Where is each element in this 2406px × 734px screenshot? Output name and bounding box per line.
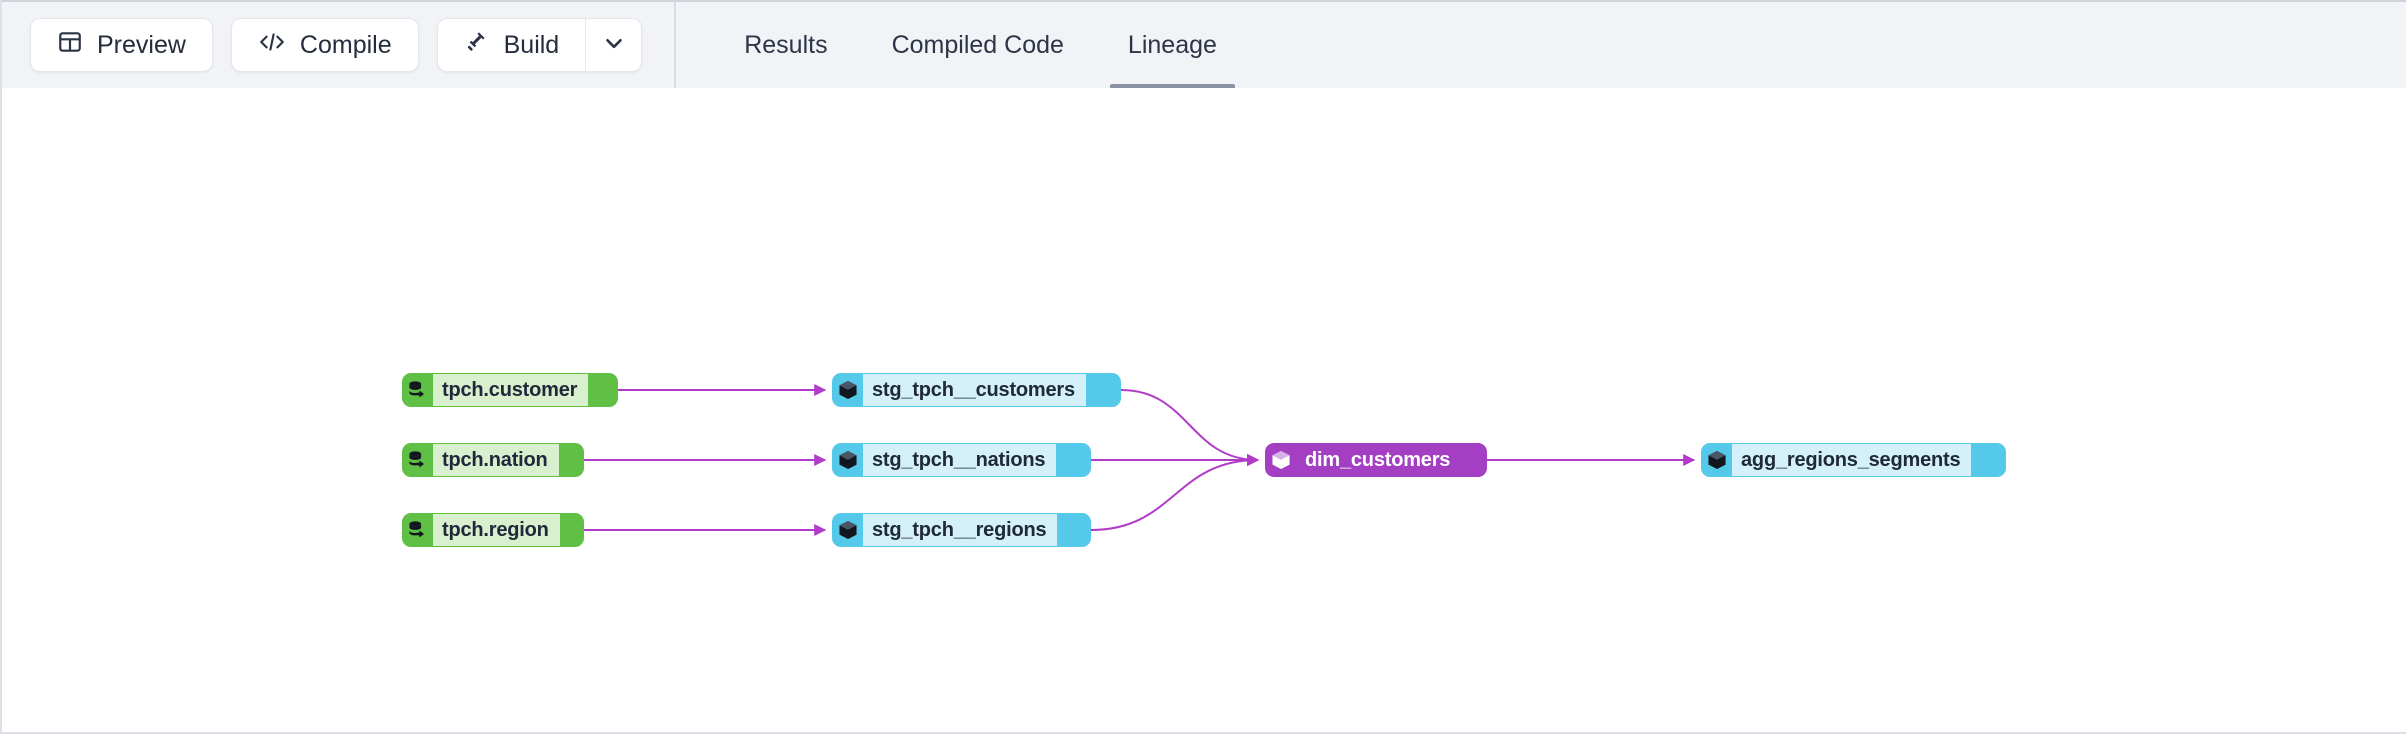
toolbar-divider — [674, 1, 677, 89]
toolbar-header: Preview Compile — [2, 0, 2406, 89]
preview-button[interactable]: Preview — [30, 18, 213, 72]
lineage-node-stg_tpch__nations[interactable]: stg_tpch__nations — [832, 443, 1091, 477]
tab-compiled-code[interactable]: Compiled Code — [860, 1, 1096, 89]
lineage-edges — [584, 384, 1696, 536]
lineage-node-label: tpch.region — [433, 514, 560, 546]
lineage-node-dim_customers[interactable]: dim_customers — [1265, 443, 1487, 477]
cube-icon — [833, 514, 863, 546]
tab-bar: Results Compiled Code Lineage — [712, 1, 1249, 89]
cube-icon — [1266, 444, 1296, 476]
action-button-group: Preview Compile — [30, 2, 643, 88]
lineage-node-stg_tpch__regions[interactable]: stg_tpch__regions — [832, 513, 1091, 547]
lineage-node-agg_regions_segments[interactable]: agg_regions_segments — [1701, 443, 2006, 477]
database-arrow-icon — [403, 444, 433, 476]
compile-button-label: Compile — [299, 30, 392, 59]
build-button-label: Build — [503, 30, 560, 59]
lineage-edge-stg_tpch__customers-to-dim_customers — [1120, 389, 1260, 466]
cube-icon — [833, 444, 863, 476]
cube-icon — [1702, 444, 1732, 476]
tab-results[interactable]: Results — [712, 1, 859, 89]
cube-icon — [833, 374, 863, 406]
lineage-node-tpch_customer[interactable]: tpch.customer — [402, 373, 618, 407]
lineage-canvas[interactable]: tpch.customer tpch.nation tpch.region stg_t… — [2, 88, 2406, 732]
database-arrow-icon — [403, 514, 433, 546]
tab-results-label: Results — [744, 30, 828, 59]
tab-compiled-code-label: Compiled Code — [891, 30, 1064, 59]
hammer-icon — [464, 29, 490, 62]
lineage-node-label: tpch.customer — [433, 374, 589, 406]
table-icon — [57, 29, 83, 62]
tab-lineage-label: Lineage — [1127, 30, 1217, 59]
lineage-edge-stg_tpch__regions-to-dim_customers — [1090, 454, 1260, 531]
lineage-node-tpch_region[interactable]: tpch.region — [402, 513, 584, 547]
lineage-node-stg_tpch__customers[interactable]: stg_tpch__customers — [832, 373, 1121, 407]
lineage-node-label: stg_tpch__customers — [863, 374, 1086, 406]
lineage-node-tpch_nation[interactable]: tpch.nation — [402, 443, 584, 477]
database-arrow-icon — [403, 374, 433, 406]
lineage-node-label: agg_regions_segments — [1732, 444, 1972, 476]
lineage-node-label: stg_tpch__nations — [863, 444, 1057, 476]
preview-button-label: Preview — [97, 30, 186, 59]
build-dropdown-toggle[interactable] — [585, 19, 641, 71]
lineage-node-label: stg_tpch__regions — [863, 514, 1058, 546]
lineage-node-label: tpch.nation — [433, 444, 559, 476]
compile-button[interactable]: Compile — [230, 18, 419, 72]
build-button[interactable]: Build — [437, 19, 586, 71]
lineage-node-label: dim_customers — [1296, 444, 1462, 476]
chevron-down-icon — [601, 30, 627, 61]
code-icon — [258, 29, 286, 62]
build-split-button: Build — [436, 18, 643, 72]
tab-lineage[interactable]: Lineage — [1096, 1, 1249, 89]
